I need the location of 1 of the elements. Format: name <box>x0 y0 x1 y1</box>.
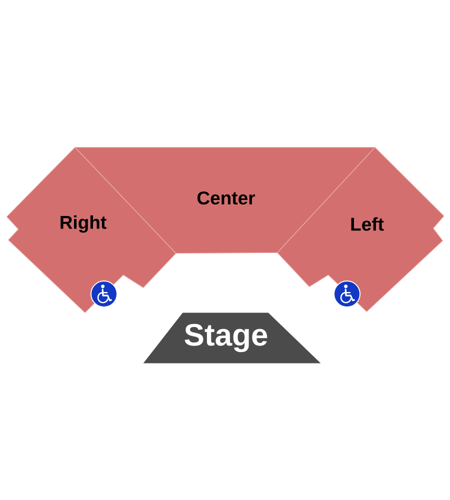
stage: Stage <box>143 312 321 364</box>
